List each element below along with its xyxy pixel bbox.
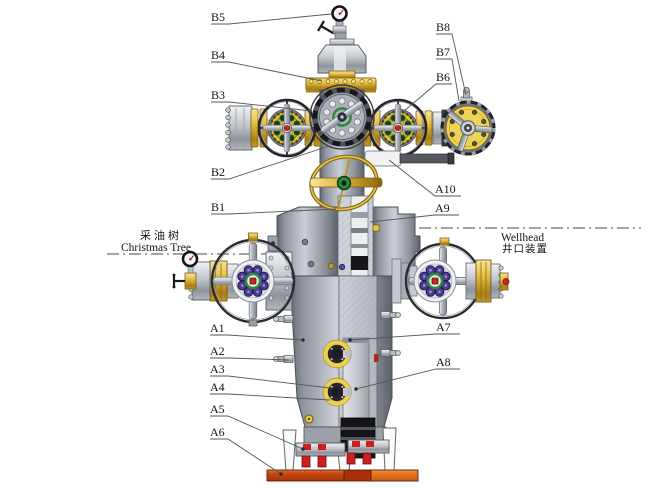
wellhead-main-body <box>273 275 401 429</box>
swab-valve-gold-handwheel <box>309 154 383 212</box>
choke-handwheel-yellow <box>440 100 496 156</box>
test-port-right-upper <box>380 311 401 319</box>
callout-A2: A2 <box>210 344 225 358</box>
red-marker <box>374 354 379 362</box>
pressure-gauge-left-icon <box>181 250 199 268</box>
top-adapter-cap <box>317 38 367 80</box>
callout-B8: B8 <box>436 20 450 34</box>
leader-lines <box>210 13 467 475</box>
base-assembly <box>266 417 419 482</box>
choke-valve-top-fitting <box>460 86 473 105</box>
yellow-plug <box>372 224 380 232</box>
top-master-valve-handwheel <box>310 85 374 149</box>
callout-B5: B5 <box>211 10 225 24</box>
left-valve-bonnet-hub <box>230 258 276 304</box>
christmas-tree-label-en: Christmas Tree <box>121 242 191 254</box>
leader-dots <box>279 338 358 476</box>
red-cap-dot <box>502 278 510 285</box>
right-wing-valve-handwheel <box>368 98 428 158</box>
callout-A9: A9 <box>435 201 450 215</box>
callout-A4: A4 <box>210 380 225 394</box>
pressure-gauge-top-icon <box>331 5 348 22</box>
callout-A6: A6 <box>210 425 225 439</box>
callout-labels: B5 B4 B3 B2 B1 B8 B7 B6 A10 A9 A1 A2 A3 … <box>210 10 456 439</box>
right-valve-bonnet-hub <box>412 258 458 304</box>
callout-B6: B6 <box>436 70 450 84</box>
casing-hanger-ring-upper <box>322 339 352 369</box>
test-port-left-lower <box>273 355 294 363</box>
callout-A7: A7 <box>436 320 451 334</box>
callout-A5: A5 <box>210 402 225 416</box>
left-gauge-needle-valve <box>172 250 199 289</box>
section-divider-lines <box>107 227 641 255</box>
christmas-tree-label-cn: 采油树 <box>140 228 182 242</box>
wellhead-label-en: Wellhead <box>501 232 544 244</box>
casing-hanger-ring-lower <box>322 377 352 407</box>
callout-A8: A8 <box>436 355 451 369</box>
callout-A1: A1 <box>210 321 225 335</box>
callout-B4: B4 <box>211 48 225 62</box>
left-production-valve <box>172 232 296 327</box>
callout-B2: B2 <box>211 165 225 179</box>
wellhead-label-cn: 井口装置 <box>502 242 548 255</box>
right-production-valve <box>391 237 510 320</box>
right-flange-stack <box>465 259 510 303</box>
needle-valve-handle <box>320 25 334 34</box>
callout-A10: A10 <box>435 182 456 196</box>
callout-B3: B3 <box>211 88 225 102</box>
left-end-flange <box>225 105 253 151</box>
test-port-right-lower <box>380 349 401 357</box>
test-port-left-upper <box>273 315 294 323</box>
callout-B1: B1 <box>211 200 225 214</box>
red-flange-marks <box>303 441 374 450</box>
base-plate <box>266 469 419 482</box>
callout-B7: B7 <box>436 45 450 59</box>
red-anchor-studs <box>301 452 372 468</box>
section-annotations: 采油树 Christmas Tree Wellhead 井口装置 <box>121 228 548 255</box>
callout-A3: A3 <box>210 362 225 376</box>
